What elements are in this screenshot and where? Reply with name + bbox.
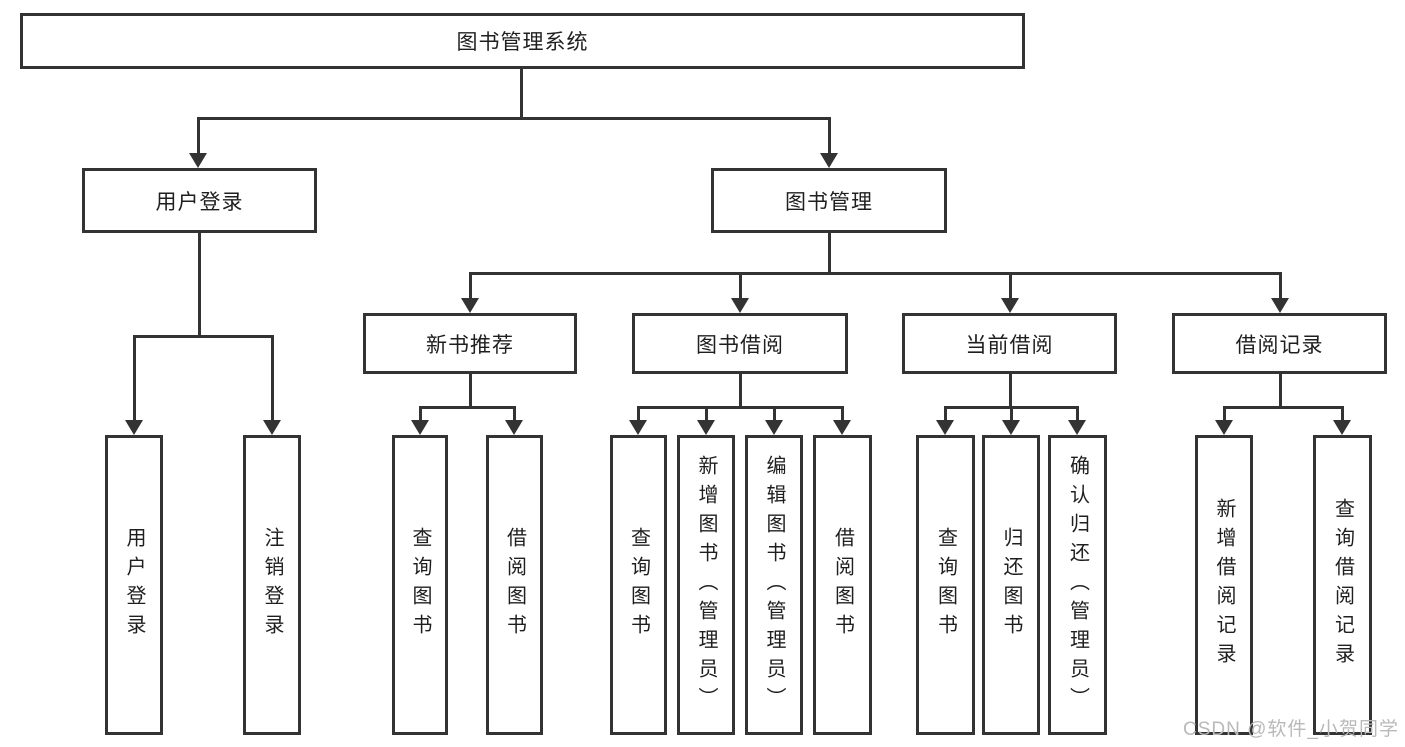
leaf-return-book-label: 归还图书 [1000, 527, 1022, 643]
connector-stem [1341, 406, 1344, 422]
leaf-user-login: 用户登录 [105, 435, 163, 735]
node-book-borrow-label: 图书借阅 [696, 333, 784, 357]
connector-hline [197, 117, 831, 120]
watermark: CSDN @软件_小贺同学 [1183, 719, 1399, 740]
arrowhead-down-icon [1333, 420, 1351, 435]
arrowhead-down-icon [731, 298, 749, 313]
leaf-query-book-1-label: 查询图书 [409, 527, 431, 643]
node-book-borrow: 图书借阅 [632, 313, 848, 374]
leaf-query-book-3: 查询图书 [916, 435, 975, 735]
connector-vline [198, 233, 201, 335]
leaf-query-book-1: 查询图书 [392, 435, 448, 735]
connector-stem [705, 406, 708, 422]
arrowhead-down-icon [1271, 298, 1289, 313]
node-current-borrow: 当前借阅 [902, 313, 1117, 374]
connector-stem [944, 406, 947, 422]
connector-stem [828, 117, 831, 157]
node-new-book-recommend: 新书推荐 [363, 313, 577, 374]
arrowhead-down-icon [505, 420, 523, 435]
arrowhead-down-icon [697, 420, 715, 435]
connector-vline [739, 374, 742, 406]
leaf-add-borrow-record-label: 新增借阅记录 [1213, 498, 1235, 672]
connector-hline [419, 406, 515, 409]
connector-vline [520, 69, 523, 117]
leaf-edit-book-admin-label: 编辑图书（管理员） [763, 454, 785, 716]
arrowhead-down-icon [411, 420, 429, 435]
leaf-logout: 注销登录 [243, 435, 301, 735]
arrowhead-down-icon [263, 420, 281, 435]
arrowhead-down-icon [1002, 420, 1020, 435]
leaf-borrow-book-2-label: 借阅图书 [831, 527, 854, 643]
node-borrow-records-label: 借阅记录 [1235, 333, 1324, 357]
arrowhead-down-icon [1215, 420, 1233, 435]
leaf-query-borrow-record-label: 查询借阅记录 [1331, 498, 1354, 672]
leaf-confirm-return-admin: 确认归还（管理员） [1048, 435, 1107, 735]
arrowhead-down-icon [1068, 420, 1086, 435]
leaf-logout-label: 注销登录 [261, 527, 283, 643]
connector-hline [637, 406, 843, 409]
connector-stem [637, 406, 640, 422]
connector-vline [469, 374, 472, 406]
connector-vline [1279, 374, 1282, 406]
connector-stem [197, 117, 200, 157]
leaf-edit-book-admin: 编辑图书（管理员） [745, 435, 803, 735]
leaf-add-borrow-record: 新增借阅记录 [1195, 435, 1253, 735]
arrowhead-down-icon [125, 420, 143, 435]
node-root-label: 图书管理系统 [456, 31, 589, 54]
arrowhead-down-icon [936, 420, 954, 435]
node-user-login-label: 用户登录 [155, 190, 244, 214]
connector-hline [469, 272, 1281, 275]
connector-stem [773, 406, 776, 422]
leaf-borrow-book-2: 借阅图书 [813, 435, 872, 735]
leaf-borrow-book-1: 借阅图书 [486, 435, 543, 735]
leaf-return-book: 归还图书 [982, 435, 1040, 735]
connector-stem [1009, 272, 1012, 300]
arrowhead-down-icon [765, 420, 783, 435]
leaf-user-login-label: 用户登录 [123, 527, 145, 643]
leaf-query-book-3-label: 查询图书 [934, 527, 957, 643]
connector-stem [271, 335, 274, 423]
arrowhead-down-icon [189, 153, 207, 168]
node-user-login: 用户登录 [82, 168, 317, 233]
arrowhead-down-icon [1001, 298, 1019, 313]
leaf-borrow-book-1-label: 借阅图书 [503, 527, 526, 643]
arrowhead-down-icon [629, 420, 647, 435]
node-current-borrow-label: 当前借阅 [965, 333, 1054, 357]
node-root: 图书管理系统 [20, 13, 1025, 69]
connector-stem [513, 406, 516, 422]
connector-vline [1009, 374, 1012, 406]
connector-stem [1010, 406, 1013, 422]
leaf-query-book-2-label: 查询图书 [627, 527, 650, 643]
leaf-confirm-return-admin-label: 确认归还（管理员） [1066, 454, 1089, 716]
node-borrow-records: 借阅记录 [1172, 313, 1387, 374]
connector-stem [1223, 406, 1226, 422]
connector-stem [1279, 272, 1282, 300]
connector-stem [419, 406, 422, 422]
arrowhead-down-icon [820, 153, 838, 168]
connector-stem [841, 406, 844, 422]
connector-vline [828, 233, 831, 275]
node-new-book-recommend-label: 新书推荐 [426, 333, 514, 357]
connector-stem [1076, 406, 1079, 422]
leaf-add-book-admin: 新增图书（管理员） [677, 435, 735, 735]
leaf-query-borrow-record: 查询借阅记录 [1313, 435, 1372, 735]
connector-stem [739, 272, 742, 300]
arrowhead-down-icon [461, 298, 479, 313]
connector-stem [469, 272, 472, 300]
connector-stem [133, 335, 136, 423]
connector-hline [133, 335, 274, 338]
leaf-query-book-2: 查询图书 [610, 435, 667, 735]
leaf-add-book-admin-label: 新增图书（管理员） [695, 454, 717, 716]
node-book-management-label: 图书管理 [785, 190, 873, 214]
node-book-management: 图书管理 [711, 168, 947, 233]
arrowhead-down-icon [833, 420, 851, 435]
connector-hline [1223, 406, 1343, 409]
